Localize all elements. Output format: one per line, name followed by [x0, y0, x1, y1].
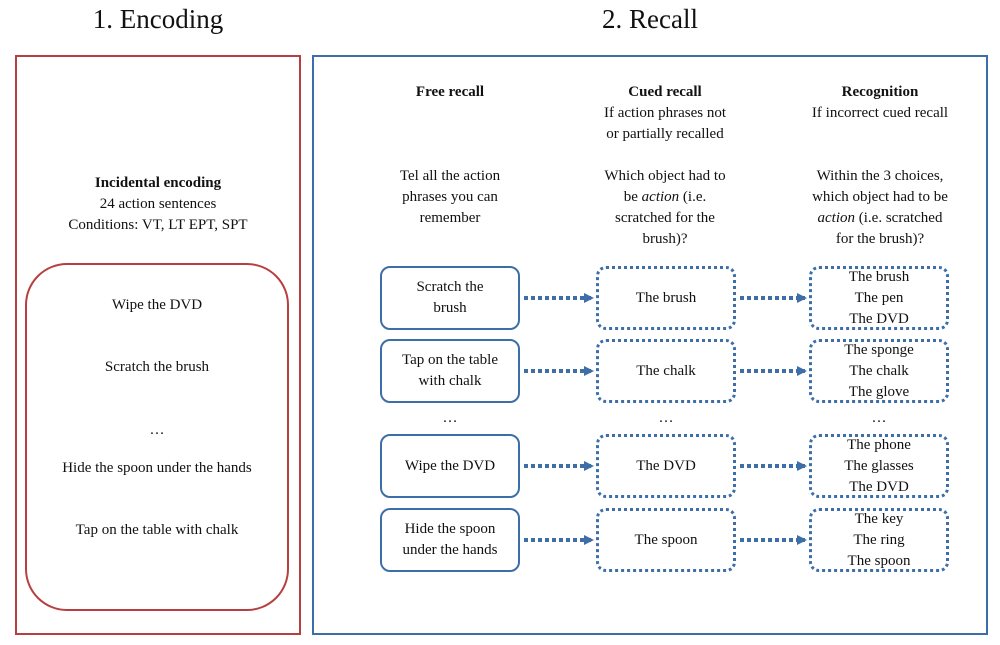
- recognition-header: Recognition If incorrect cued recall: [790, 82, 970, 124]
- cued-recall-answer: The chalk: [636, 362, 696, 379]
- recognition-instruction-line: Within the 3 choices,: [816, 168, 944, 184]
- cued-recall-header: Cued recall If action phrases not or par…: [570, 82, 760, 145]
- cued-recall-box: The DVD: [596, 434, 736, 498]
- ellipsis: …: [658, 410, 674, 426]
- recognition-box: The key The ring The spoon: [809, 508, 949, 572]
- recognition-choice: The chalk: [849, 362, 909, 379]
- encoding-heading: 1. Encoding: [92, 4, 224, 34]
- ellipsis: …: [871, 410, 887, 426]
- sentence-item: Hide the spoon under the hands: [62, 460, 252, 476]
- sentence-item: Scratch the brush: [104, 359, 210, 375]
- recognition-instruction-line: which object had to be: [812, 189, 948, 205]
- sentence-list-box: [25, 263, 289, 611]
- recognition-box: The phone The glasses The DVD: [809, 434, 949, 498]
- cued-instruction-part: (i.e.: [679, 189, 707, 205]
- cued-recall-condition-l1: If action phrases not: [603, 105, 727, 121]
- recognition-choice: The brush: [848, 268, 910, 285]
- recall-heading: 2. Recall: [602, 4, 698, 34]
- encoding-subtitle: 24 action sentences: [99, 196, 217, 212]
- recognition-condition: If incorrect cued recall: [811, 105, 949, 121]
- cued-instruction-line: Which object had to: [604, 168, 726, 184]
- encoding-description: Incidental encoding 24 action sentences …: [15, 173, 301, 236]
- recognition-choice: The spoon: [847, 552, 911, 569]
- free-recall-phrase: Tap on the table: [402, 352, 498, 368]
- recognition-choice: The glasses: [844, 457, 914, 474]
- recognition-instruction-emphasis: action: [817, 210, 856, 226]
- free-instruction-line: remember: [419, 210, 481, 226]
- cued-instruction-line: brush)?: [642, 231, 688, 247]
- recognition-instruction-part: (i.e. scratched: [855, 210, 943, 226]
- sentence-item: Wipe the DVD: [111, 297, 203, 313]
- free-recall-instruction: Tel all the action phrases you can remem…: [370, 166, 530, 229]
- free-recall-box: Tap on the table with chalk: [380, 339, 520, 403]
- cued-recall-answer: The brush: [635, 289, 697, 306]
- free-recall-phrase: Scratch the: [416, 279, 484, 295]
- sentence-item: Tap on the table with chalk: [75, 522, 239, 538]
- encoding-conditions: Conditions: VT, LT EPT, SPT: [68, 217, 248, 233]
- recognition-instruction-line: for the brush)?: [835, 231, 925, 247]
- ellipsis: …: [442, 410, 458, 426]
- free-recall-phrase: under the hands: [402, 542, 498, 558]
- free-recall-box: Scratch the brush: [380, 266, 520, 330]
- cued-recall-box: The spoon: [596, 508, 736, 572]
- recognition-instruction: Within the 3 choices, which object had t…: [790, 166, 970, 250]
- cued-recall-title: Cued recall: [628, 84, 702, 100]
- recognition-choice: The phone: [847, 436, 911, 453]
- cued-instruction-line: scratched for the: [615, 210, 715, 226]
- recognition-choice: The DVD: [849, 478, 909, 495]
- recognition-instruction-line: action (i.e. scratched: [790, 208, 970, 229]
- free-recall-header: Free recall: [370, 82, 530, 103]
- recognition-choice: The DVD: [849, 310, 909, 327]
- cued-instruction-emphasis: action: [641, 189, 680, 205]
- cued-recall-answer: The DVD: [636, 457, 696, 474]
- free-recall-box: Wipe the DVD: [380, 434, 520, 498]
- recognition-choice: The glove: [848, 383, 910, 400]
- cued-recall-answer: The spoon: [634, 531, 698, 548]
- recall-panel: [312, 55, 988, 635]
- free-recall-phrase: Wipe the DVD: [404, 457, 496, 474]
- encoding-title: Incidental encoding: [94, 175, 222, 191]
- recognition-title: Recognition: [841, 84, 919, 100]
- encoding-panel: [15, 55, 301, 635]
- free-recall-phrase: brush: [433, 300, 467, 316]
- free-instruction-line: phrases you can: [402, 189, 498, 205]
- cued-recall-box: The brush: [596, 266, 736, 330]
- free-recall-title: Free recall: [415, 84, 485, 100]
- recognition-choice: The ring: [853, 531, 905, 548]
- sentence-ellipsis: …: [149, 422, 165, 438]
- recognition-choice: The key: [854, 510, 904, 527]
- free-instruction-line: Tel all the action: [399, 168, 501, 184]
- cued-instruction-line: be action (i.e.: [570, 187, 760, 208]
- cued-recall-box: The chalk: [596, 339, 736, 403]
- cued-instruction-part: be: [623, 189, 642, 205]
- free-recall-phrase: with chalk: [418, 373, 482, 389]
- cued-recall-condition-l2: or partially recalled: [606, 126, 724, 142]
- recognition-choice: The sponge: [844, 341, 914, 358]
- free-recall-box: Hide the spoon under the hands: [380, 508, 520, 572]
- free-recall-phrase: Hide the spoon: [404, 521, 496, 537]
- recognition-box: The sponge The chalk The glove: [809, 339, 949, 403]
- recognition-choice: The pen: [854, 289, 904, 306]
- recognition-box: The brush The pen The DVD: [809, 266, 949, 330]
- cued-recall-instruction: Which object had to be action (i.e. scra…: [570, 166, 760, 250]
